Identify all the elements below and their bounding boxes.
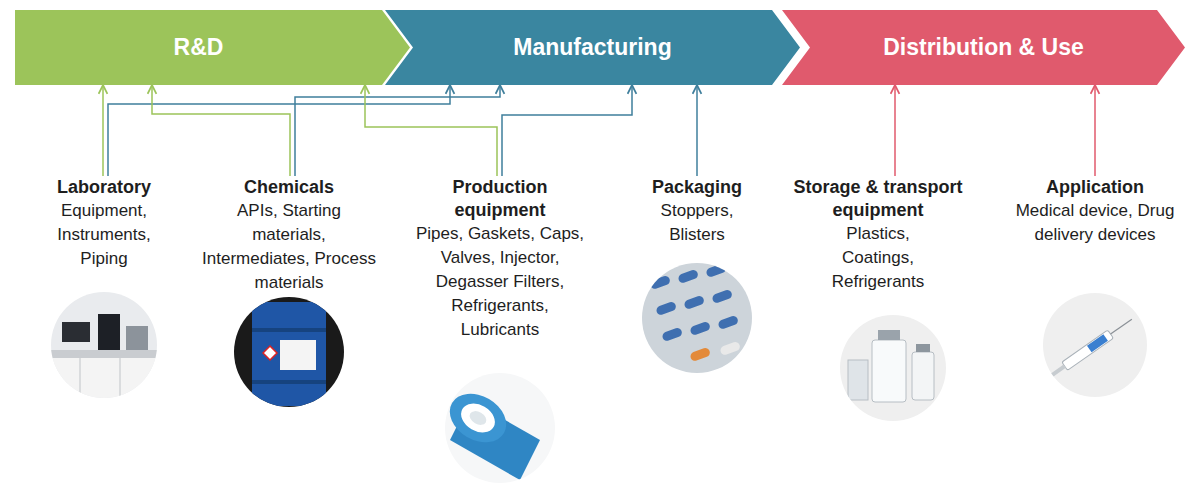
blister-background: [640, 262, 755, 377]
category-block: ChemicalsAPIs, Starting materials, Inter…: [194, 176, 384, 295]
category-items: Stoppers, Blisters: [642, 199, 752, 247]
stage-label: Distribution & Use: [810, 10, 1157, 85]
stage-band: Distribution & Use: [782, 10, 1185, 85]
lab-monitor: [62, 322, 90, 342]
capsule: [649, 275, 671, 290]
connector-line: [502, 85, 632, 176]
drum-rib: [252, 380, 326, 384]
capsule: [717, 315, 739, 330]
connector-line: [295, 85, 500, 176]
vial: [912, 352, 934, 400]
dark-background: [230, 295, 350, 410]
connector-line: [696, 85, 698, 176]
lab-bench-top: [50, 350, 160, 358]
syringe-fluid: [1087, 334, 1108, 352]
syringe-plunger: [1049, 365, 1066, 379]
capsule: [677, 269, 699, 284]
drum-rib: [252, 328, 326, 332]
category-block: LaboratoryEquipment, Instruments, Piping: [44, 176, 164, 271]
vial-cap: [878, 330, 900, 340]
connector-line: [365, 85, 497, 176]
category-heading: Packaging: [637, 176, 757, 199]
stage-band: R&D: [15, 10, 410, 85]
drum-label: [280, 340, 316, 370]
capsule: [655, 301, 677, 316]
vial-cap: [916, 344, 930, 352]
capsule: [689, 347, 711, 362]
lab-instrument: [98, 314, 120, 350]
lined-pipe-photo: [441, 372, 556, 484]
stage-label: Manufacturing: [413, 10, 772, 85]
cabinet-line: [120, 358, 121, 400]
category-items: APIs, Starting materials, Intermediates,…: [199, 199, 379, 295]
connector-line: [152, 85, 290, 176]
connector-line: [108, 85, 450, 176]
syringe-needle: [1111, 319, 1132, 334]
syringe-barrel: [1062, 330, 1114, 370]
category-items: Pipes, Gaskets, Caps, Valves, Injector, …: [410, 222, 590, 342]
lab-instrument: [126, 326, 148, 350]
syringe-background: [1040, 290, 1150, 400]
stage-label: R&D: [15, 10, 382, 85]
vial-background: [838, 313, 948, 423]
category-heading: Application: [1008, 176, 1182, 199]
connector-line: [894, 85, 896, 176]
blue-drum: [252, 302, 326, 406]
category-block: Storage & transport equipmentPlastics, C…: [778, 176, 978, 294]
category-items: Medical device, Drug delivery devices: [1010, 199, 1180, 247]
syringe: [1047, 315, 1135, 381]
syringe-photo: [1040, 290, 1150, 400]
pipe-bore: [467, 408, 489, 427]
pipe-lining: [456, 398, 500, 439]
category-block: PackagingStoppers, Blisters: [637, 176, 757, 247]
lab-cabinet: [50, 358, 160, 400]
chemical-drum-photo: [230, 295, 350, 410]
pipe-flange: [441, 384, 515, 452]
category-block: Production equipmentPipes, Gaskets, Caps…: [405, 176, 595, 342]
vial: [848, 360, 868, 400]
category-block: ApplicationMedical device, Drug delivery…: [1008, 176, 1182, 247]
category-items: Equipment, Instruments, Piping: [49, 199, 159, 271]
chevron-fill: [782, 10, 1185, 85]
hazard-symbol: [263, 346, 277, 360]
capsule: [711, 289, 733, 304]
category-heading: Production equipment: [405, 176, 595, 222]
vials-photo: [838, 313, 948, 423]
blister-pack-photo: [640, 262, 755, 377]
capsule: [705, 263, 727, 278]
capsule: [719, 341, 741, 356]
category-items: Plastics, Coatings, Refrigerants: [822, 222, 934, 294]
category-heading: Storage & transport equipment: [778, 176, 978, 222]
laboratory-photo: [50, 290, 160, 400]
category-heading: Chemicals: [194, 176, 384, 199]
capsule: [661, 327, 683, 342]
capsule: [689, 321, 711, 336]
lab-wall: [50, 290, 160, 400]
connector-line: [1094, 85, 1096, 176]
chevron-fill: [15, 10, 410, 85]
connector-line: [102, 85, 104, 176]
cabinet-line: [80, 358, 81, 400]
vial: [872, 340, 906, 402]
capsule-row: [649, 263, 739, 342]
category-heading: Laboratory: [44, 176, 164, 199]
capsule: [683, 295, 705, 310]
chevron-fill: [385, 10, 800, 85]
stage-band: Manufacturing: [385, 10, 800, 85]
